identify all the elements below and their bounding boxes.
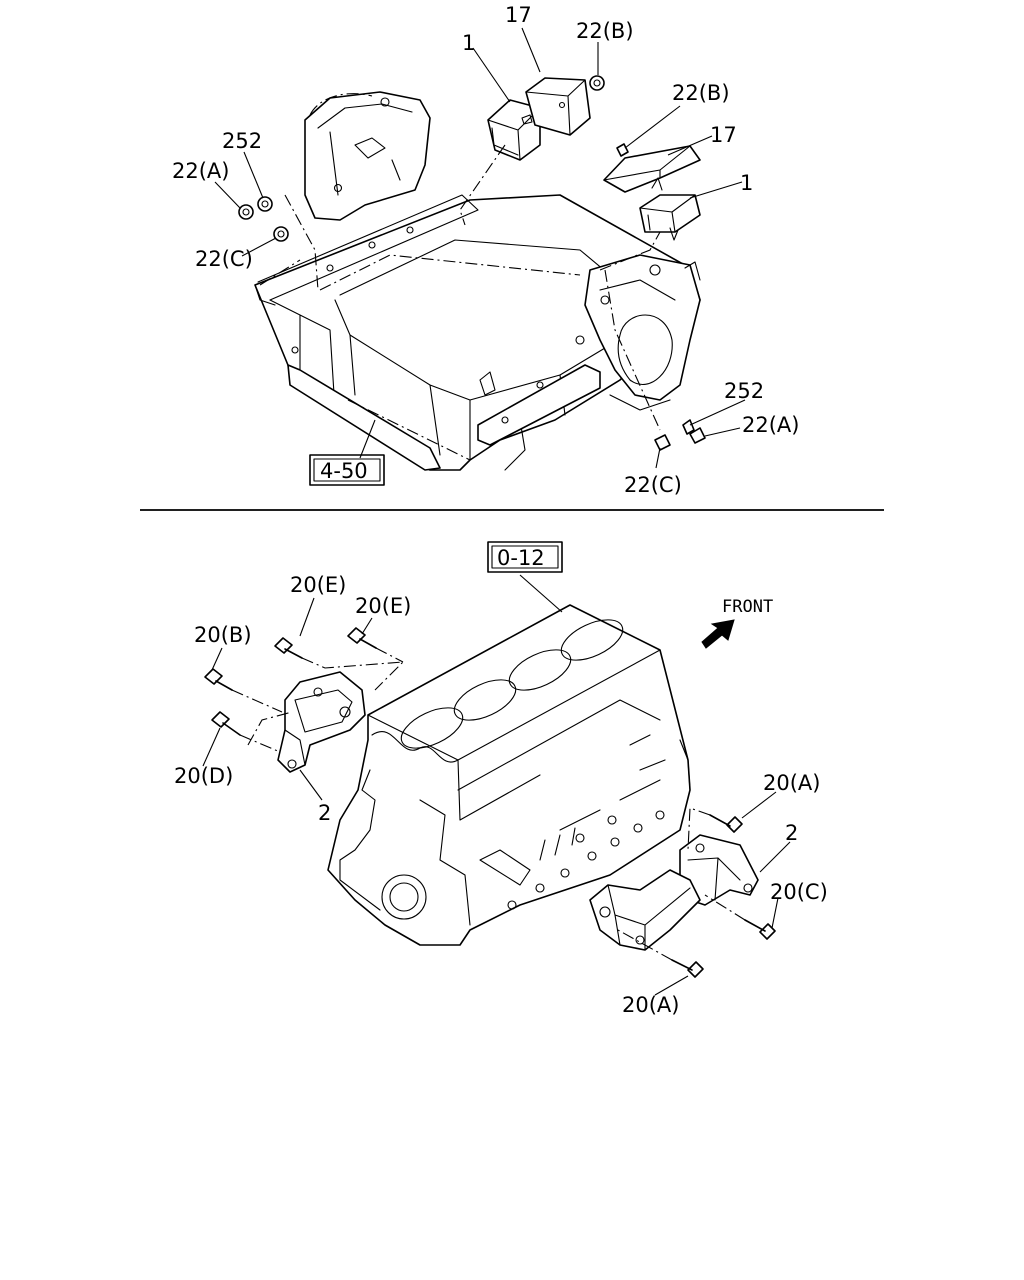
nut-22a-left xyxy=(238,204,254,220)
bolt-20d xyxy=(211,711,241,736)
nut-22c-right xyxy=(654,434,671,451)
label-part-22b-right: 22(B) xyxy=(672,81,730,105)
lower-labels: 20(E) 20(E) 20(B) 20(D) 2 20(A) 2 20(C) … xyxy=(174,573,828,1017)
label-part-20e-b: 20(E) xyxy=(355,594,411,618)
lower-centerlines xyxy=(231,647,746,961)
label-part-22a-left: 22(A) xyxy=(172,159,229,183)
washer-252-left xyxy=(257,196,273,212)
label-part-22c-right: 22(C) xyxy=(624,473,682,497)
label-part-22a-right: 22(A) xyxy=(742,413,799,437)
ref-box-0-12-text: 0-12 xyxy=(497,546,545,570)
bolt-20e-b xyxy=(347,627,377,649)
ref-box-4-50: 4-50 xyxy=(309,454,385,486)
ref-box-0-12: 0-12 xyxy=(487,541,563,573)
lower-leader-lines xyxy=(202,574,791,996)
label-part-20a-top: 20(A) xyxy=(763,771,820,795)
label-part-1-left: 1 xyxy=(462,31,475,55)
label-part-20c: 20(C) xyxy=(770,880,828,904)
label-part-20d: 20(D) xyxy=(174,764,233,788)
heat-shield-right xyxy=(603,145,701,193)
stud-22b-right xyxy=(616,143,629,157)
crossmember-illustration xyxy=(254,91,701,471)
label-part-252-right: 252 xyxy=(724,379,764,403)
bolt-20c xyxy=(744,919,776,940)
engine-mount-right xyxy=(639,177,701,241)
bolt-20e-a xyxy=(274,637,303,659)
nut-22c-left xyxy=(273,226,289,242)
label-part-20e-a: 20(E) xyxy=(290,573,346,597)
label-part-17-right: 17 xyxy=(710,123,737,147)
engine-bracket-left xyxy=(277,671,366,773)
upper-leader-lines xyxy=(214,27,746,469)
engine-mount-cradle-right xyxy=(589,869,701,951)
label-part-1-right: 1 xyxy=(740,171,753,195)
label-part-20a-bottom: 20(A) xyxy=(622,993,679,1017)
label-part-20b: 20(B) xyxy=(194,623,252,647)
upper-centerlines xyxy=(259,144,661,461)
heat-shield-left xyxy=(525,77,591,136)
label-part-252-left: 252 xyxy=(222,129,262,153)
nut-22b-left xyxy=(589,75,605,91)
label-part-2-left: 2 xyxy=(318,801,331,825)
engine-bracket-right xyxy=(679,834,759,906)
front-label: FRONT xyxy=(722,597,773,617)
front-direction-arrow: FRONT xyxy=(701,597,773,649)
washer-252-right xyxy=(682,419,695,435)
ref-box-4-50-text: 4-50 xyxy=(320,459,368,483)
label-part-22c-left: 22(C) xyxy=(195,247,253,271)
bolt-20a-bottom xyxy=(671,959,704,978)
engine-block-illustration xyxy=(327,604,691,946)
bolt-20b xyxy=(204,668,233,691)
label-part-17-left: 17 xyxy=(505,3,532,27)
label-part-2-right: 2 xyxy=(785,821,798,845)
label-part-22b-left: 22(B) xyxy=(576,19,634,43)
nut-22a-right xyxy=(689,427,706,444)
upper-labels: 17 22(B) 1 22(B) 17 1 252 22(A) 22(C) 25… xyxy=(172,3,799,497)
bolt-20a-top xyxy=(709,814,743,833)
